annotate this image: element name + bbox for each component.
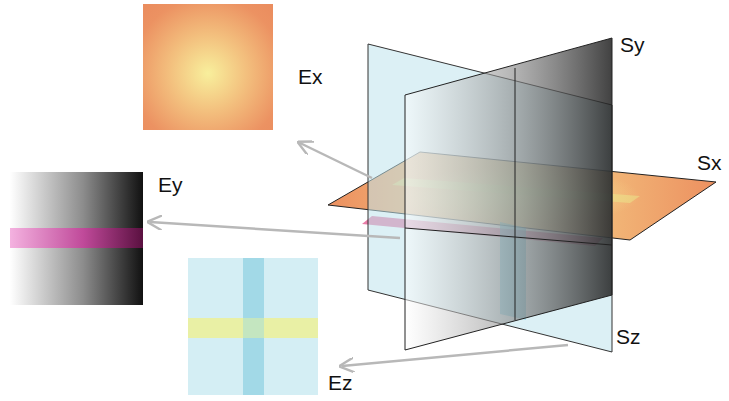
leader-arrow xyxy=(150,222,400,238)
plane-label: Sz xyxy=(616,326,641,347)
ez-image: Ez xyxy=(188,258,318,395)
leader-arrow xyxy=(342,345,568,366)
image-label: Ex xyxy=(298,66,323,87)
image-label: Ez xyxy=(328,372,353,393)
image-band xyxy=(10,228,143,248)
plane-sy xyxy=(405,38,612,350)
ex-image: Ex xyxy=(143,4,273,130)
intersection-line xyxy=(515,68,516,320)
intersection-line xyxy=(405,228,612,245)
image-label: Ey xyxy=(158,174,183,195)
plane-label: Sx xyxy=(697,152,722,173)
leader-arrow xyxy=(300,143,372,178)
plane-label: Sy xyxy=(620,34,645,55)
image-band xyxy=(243,318,264,338)
ey-image: Ey xyxy=(10,172,143,305)
